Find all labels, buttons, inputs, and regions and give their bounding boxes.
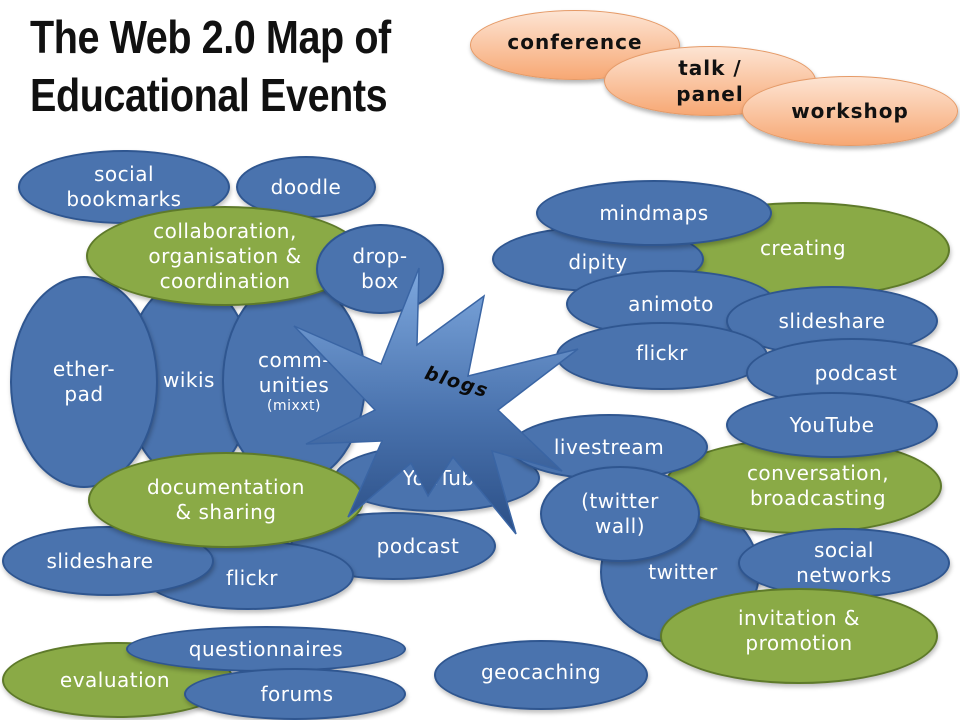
title-line-1: The Web 2.0 Map of xyxy=(30,11,391,63)
invitation-ellipse: invitation & promotion xyxy=(660,588,938,684)
youtube-left-ellipse: YouTube xyxy=(334,444,540,512)
blogs-label: blogs xyxy=(422,362,491,402)
dropbox-ellipse: drop- box xyxy=(316,224,444,314)
legend-conference: conference xyxy=(470,10,680,80)
social-networks-ellipse: social networks xyxy=(738,528,950,598)
twitter-wall-ellipse: (twitter wall) xyxy=(540,466,700,562)
geocaching-ellipse: geocaching xyxy=(434,640,648,710)
legend-workshop: workshop xyxy=(742,76,958,146)
flickr-right-ellipse: flickr xyxy=(556,322,768,390)
title-line-2: Educational Events xyxy=(30,69,388,121)
etherpad-ellipse: ether- pad xyxy=(10,276,158,488)
mindmaps-ellipse: mindmaps xyxy=(536,180,772,246)
page-title: The Web 2.0 Map of Educational Events xyxy=(30,8,391,124)
questionnaires-ellipse: questionnaires xyxy=(126,626,406,672)
documentation-ellipse: documentation & sharing xyxy=(88,452,364,548)
forums-ellipse: forums xyxy=(184,668,406,720)
youtube-right-ellipse: YouTube xyxy=(726,392,938,458)
